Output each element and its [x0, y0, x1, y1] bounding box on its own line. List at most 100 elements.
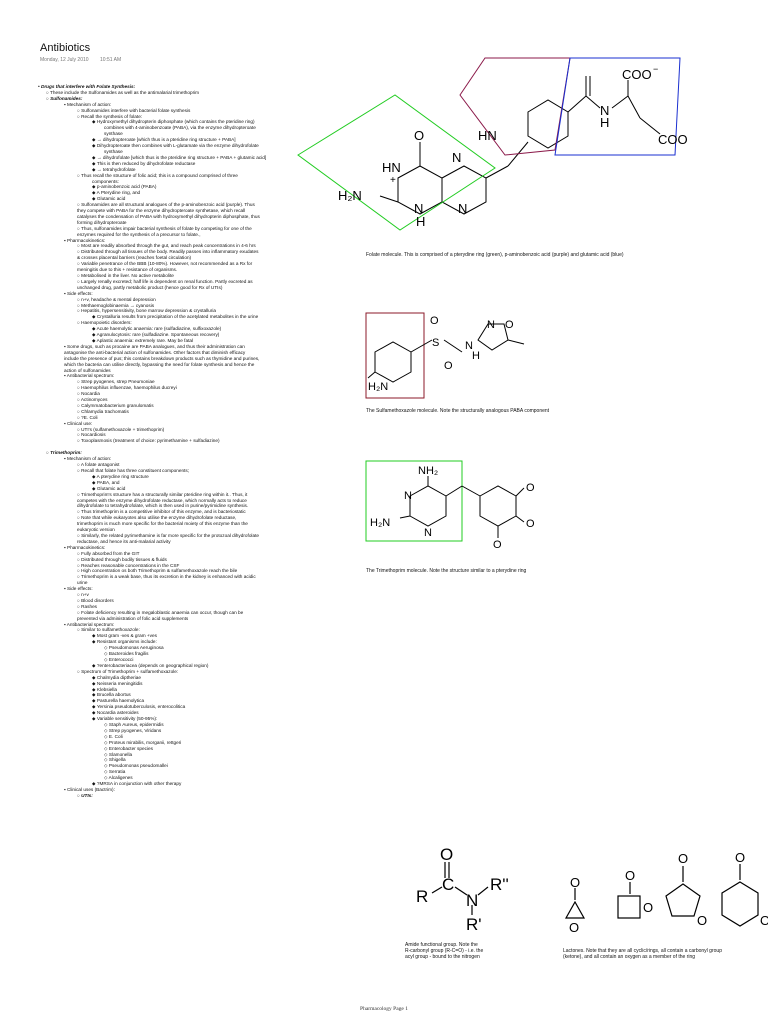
note-line: ◆ Most gram -ves & gram +ves	[92, 633, 157, 639]
lactone-o-6: O	[697, 913, 707, 928]
note-line: which the bacteria can utilise directly,…	[64, 361, 255, 367]
tmp-nh2: NH₂	[418, 465, 438, 477]
note-line: ◇ Strep pyogenes, Viridans	[104, 727, 162, 733]
sulfa-n: N	[465, 340, 473, 352]
amide-c: C	[442, 875, 454, 894]
lactone-o-8: O	[760, 913, 768, 928]
note-line: ▪ Side effects:	[64, 586, 93, 592]
note-time: 10:51 AM	[100, 57, 122, 63]
note-line: reductase, and hence its anti-malarial a…	[77, 538, 171, 544]
note-line: ○ Reaches reasonable concentrations in t…	[77, 562, 180, 568]
note-line: ◇ Pseudomonas Aeruginosa	[104, 645, 164, 651]
note-line: ◇ Enterococci	[104, 657, 134, 662]
sulfa-ring-o: O	[505, 319, 514, 331]
note-line: ○ Fully absorbed from the GIT	[77, 550, 140, 556]
note-line: ◇ Proteus mirabilis, morganii, rettgeri	[104, 739, 182, 745]
note-line: ○ Nocardiosis	[77, 432, 106, 438]
note-line: • Drugs that interfere with Folate Synth…	[38, 84, 136, 89]
note-line: meningitis due to this + resistance of o…	[77, 267, 178, 273]
lactone-o-4: O	[643, 900, 653, 915]
note-line: ○ Hepatitis, hypersensitivity, bone marr…	[77, 308, 216, 314]
amide-caption-line1: Amide functional group. Note the	[405, 942, 478, 948]
note-line: ○ Sulfonamides:	[46, 95, 83, 101]
note-line: ○ UTI's (sulfamethoxazole + trimethoprim…	[77, 426, 165, 432]
note-line: ○ n+v	[77, 592, 89, 598]
note-line: ◆ Pasturella haemolytica	[92, 698, 145, 704]
folate-amide-n: N	[600, 103, 609, 118]
sulfamethoxazole-caption: The Sulfamethoxazole molecule. Note the …	[366, 408, 550, 414]
note-line: ○ Thus trimethoprim is a competitive inh…	[77, 509, 246, 515]
folate-coo-charge: −	[653, 64, 658, 74]
note-line: ○ Similar to sulfamethoxazole:	[77, 627, 140, 633]
tmp-o3: O	[493, 539, 502, 551]
amide-n: N	[466, 891, 478, 910]
note-line: ○ Recall the synthesis of folate:	[77, 113, 143, 119]
note-line: enzymes required for the synthesis of a …	[77, 231, 201, 237]
note-line: ◇ Enterobacter species	[104, 745, 153, 751]
folate-n1: N	[452, 150, 461, 165]
tmp-h2n: H₂N	[370, 517, 390, 529]
note-line: ◇ Staph Aureus, epidermidis	[104, 721, 164, 727]
folate-n2: N	[458, 201, 467, 216]
note-line: ◆ Glutamic acid	[92, 485, 126, 491]
note-line: ▪ Antibacterial spectrum:	[64, 621, 115, 627]
tmp-n1: N	[404, 490, 412, 502]
note-line: ○ Calymmatobacterium granulomatis	[77, 402, 154, 408]
note-line: ○ Most are readily absorbed through the …	[77, 243, 256, 249]
note-line: ○ Sulfonamides interfere with bacterial …	[77, 107, 191, 113]
note-line: ◆ Agranulocytosis: rare (sulfadiazine. S…	[92, 332, 220, 338]
folate-h2n: H₂N	[338, 188, 362, 203]
note-line: ○ Distributed through bodily tissues & f…	[77, 556, 167, 562]
note-line: forming dihydropteroate	[77, 219, 127, 225]
amide-caption-line2: R-carbonyl group (R-C=O) - i.e. the	[405, 948, 484, 954]
note-line: ◆ Hydroxymethyl dihydropterin diphosphat…	[92, 119, 255, 125]
note-line: eukaryotic version	[77, 527, 115, 533]
note-line: trimethoprim is much more specific for t…	[77, 521, 248, 527]
folate-plus: +	[390, 175, 396, 186]
note-line: ○ Haemophilus influenzae, haemophilus du…	[77, 385, 177, 391]
note-line: ◆ This is then reduced by dihydrofolate …	[92, 160, 196, 166]
note-line: ○ Rashes	[77, 603, 98, 609]
note-line: ◇ Slamonella	[104, 751, 133, 757]
folate-o: O	[414, 128, 424, 143]
note-line: ○ Similarly, the related pyrimethamine i…	[77, 532, 259, 538]
amide-r2: R''	[490, 875, 509, 894]
note-line: urine	[77, 580, 88, 586]
lactones-caption-line1: Lactones. Note that they are all cyclic/…	[563, 948, 722, 954]
amide-caption: Amide functional group. Note the R-carbo…	[405, 942, 515, 960]
note-line: ◆ A pterydine ring structure	[92, 473, 149, 479]
note-line: ◆ p-aminobenzoic acid (PABA)	[92, 184, 157, 190]
note-line: combines with 4-aminobenzoate (PABA), vi…	[104, 125, 256, 131]
page-title: Antibiotics	[40, 42, 91, 54]
amide-r: R	[416, 887, 428, 906]
sulfa-h: H	[472, 350, 480, 362]
note-line: ○ Blood disorders	[77, 597, 114, 603]
note-line: action of sulfonamides	[64, 367, 111, 373]
note-line: ◆ → tetrahydrofolate	[92, 166, 136, 172]
note-line: ◆ Yersinia pseudotuberculosis, enterocol…	[92, 704, 186, 710]
folate-amide-h: H	[600, 115, 609, 130]
lactone-o-3: O	[625, 868, 635, 883]
note-line: ○ Chlamydia trachomatis	[77, 408, 129, 414]
note-line: ○ Distributed through all tissues of the…	[77, 249, 259, 255]
note-line: ◆ ?MRSA in conjunction with other therap…	[92, 781, 182, 787]
note-line: ◆ ?enterobacteriacea (depends on geograp…	[92, 662, 209, 668]
note-date: Monday, 12 July 2010	[40, 57, 89, 63]
folate-coo-bottom: COO	[658, 132, 688, 147]
note-line: ○ Trimethoprim is a weak base, thus its …	[77, 574, 256, 580]
note-line: ◆ Variable sensitivity (50-95%):	[92, 716, 158, 722]
sulfa-o1: O	[430, 315, 439, 327]
note-line: ◇ Pseudomonas pseudomallei	[104, 763, 168, 769]
note-line: ▪ Some drugs, such as procaine are PABA …	[64, 343, 245, 349]
lactones-caption: Lactones. Note that they are all cyclic/…	[563, 948, 763, 960]
folate-hn-link: HN	[478, 128, 497, 143]
note-line: ◆ Resistant organisms include:	[92, 639, 157, 645]
folate-hn: HN	[382, 160, 401, 175]
note-line: ○ Folate deficiency resulting in megalob…	[77, 609, 244, 615]
note-line: ▪ Antibacterial spectrum:	[64, 373, 115, 379]
note-line: ▪ Clinical uses (Bactrim):	[64, 786, 115, 792]
note-line: ○ Toxoplasmosis (treatment of choice: py…	[77, 438, 220, 444]
folate-caption: Folate molecule. This is comprised of a …	[366, 252, 624, 258]
note-line: ◇ Serratia	[104, 769, 126, 775]
note-line: components:	[92, 178, 119, 184]
